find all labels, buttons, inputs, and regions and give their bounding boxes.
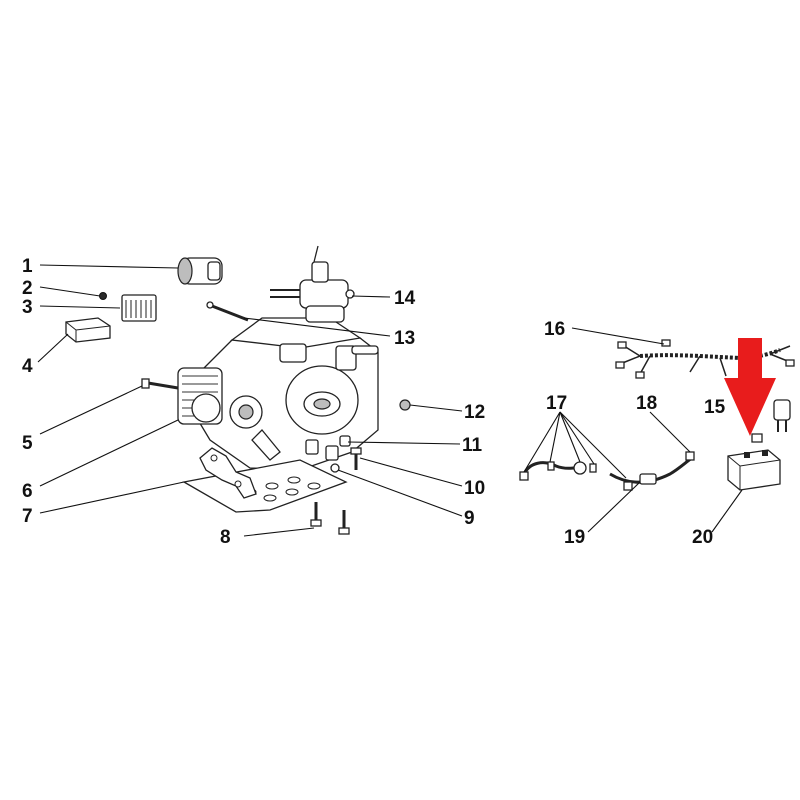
callout-1: 1 [22, 256, 33, 277]
callout-14: 14 [394, 288, 416, 309]
callout-15: 15 [704, 397, 726, 418]
callout-17: 17 [546, 393, 567, 414]
part-17-fuel-hoses [519, 461, 597, 481]
part-16-wiring-harness [615, 339, 795, 379]
part-15-ignition-coil [751, 399, 791, 443]
part-2-nut [99, 292, 107, 300]
part-11-spacers [305, 435, 351, 461]
part-8-bolts [310, 502, 350, 535]
part-7-skid-plate [182, 447, 348, 513]
part-12-nut [399, 399, 411, 411]
part-3-regulator [121, 294, 157, 322]
callout-13: 13 [394, 328, 415, 349]
callout-18: 18 [636, 393, 657, 414]
callout-12: 12 [464, 402, 485, 423]
callout-20: 20 [692, 527, 713, 548]
part-6-engine [177, 317, 379, 471]
callout-4: 4 [22, 356, 33, 377]
part-5-bolt [141, 378, 179, 390]
highlight-arrow [724, 338, 776, 436]
part-19-fuel-filter [623, 473, 657, 491]
part-10-bolt [350, 447, 362, 470]
leader-lines [37, 264, 743, 537]
callout-19: 19 [564, 527, 585, 548]
callout-5: 5 [22, 433, 33, 454]
part-4-cdi [65, 317, 111, 343]
callout-7: 7 [22, 506, 33, 527]
callout-9: 9 [464, 508, 475, 529]
callout-11: 11 [462, 435, 483, 456]
callout-16: 16 [544, 319, 565, 340]
part-1-starter-solenoid [177, 257, 223, 285]
part-20-battery [727, 449, 781, 491]
callout-6: 6 [22, 481, 33, 502]
part-14-carburetor [270, 245, 355, 323]
callout-3: 3 [22, 297, 33, 318]
part-13-bolt [206, 301, 249, 322]
part-9-washer [330, 463, 340, 473]
callout-10: 10 [464, 478, 485, 499]
callout-8: 8 [220, 527, 231, 548]
callout-2: 2 [22, 278, 33, 299]
callout-labels: 1 2 3 4 5 6 7 8 9 10 11 12 13 14 15 16 1… [22, 256, 726, 548]
